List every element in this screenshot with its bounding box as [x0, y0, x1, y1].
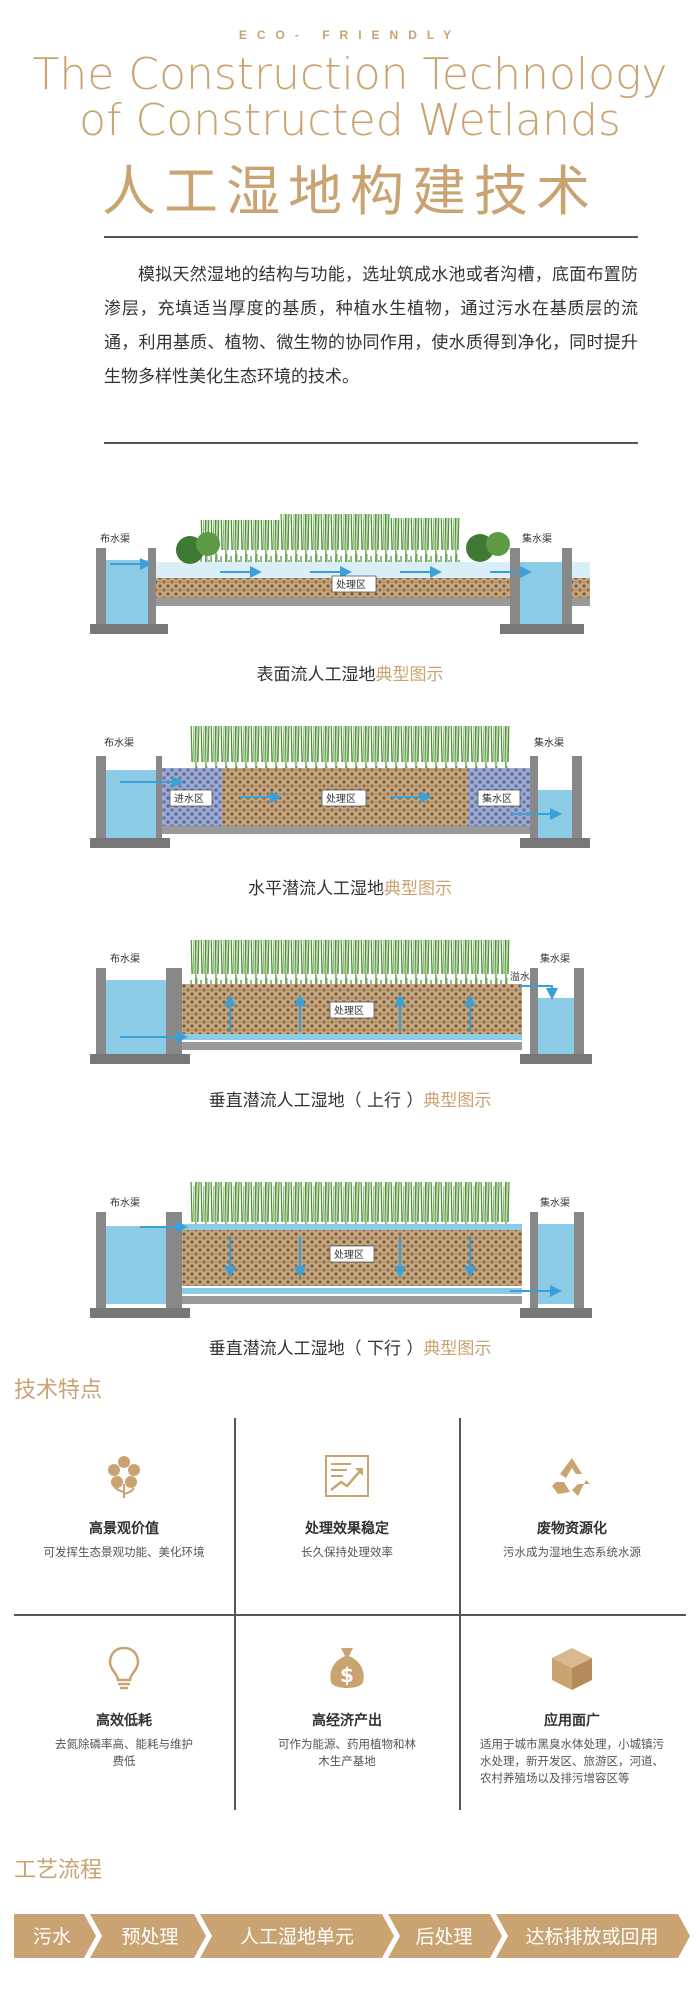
caption-surface-flow: 表面流人工湿地典型图示	[256, 665, 444, 685]
flower-icon	[108, 1456, 140, 1498]
process-step-shape	[200, 1914, 394, 1958]
section-title-features: 技术特点	[14, 1378, 103, 1403]
process-step: 预处理	[121, 1926, 178, 1948]
feature-efficient: 高效低耗 去氮除磷率高、能耗与维护费低	[14, 1644, 234, 1770]
feature-desc: 污水成为湿地生态系统水源	[503, 1545, 641, 1559]
feature-desc: 去氮除磷率高、能耗与维护费低	[55, 1737, 193, 1768]
process-step-shape	[90, 1914, 206, 1958]
label-outlet-channel: 集水渠	[534, 736, 564, 749]
divider-top	[104, 236, 638, 238]
process-step-shape	[496, 1914, 690, 1958]
process-flow: 污水 预处理 人工湿地单元 后处理 达标排放或回用	[14, 1914, 690, 1958]
label-overflow: 溢水	[510, 970, 530, 983]
chart-trend-icon	[325, 1455, 369, 1497]
intro-paragraph: 模拟天然湿地的结构与功能，选址筑成水池或者沟槽，底面布置防渗层，充填适当厚度的基…	[104, 265, 638, 387]
label-treatment-zone: 处理区	[326, 793, 356, 805]
process-step: 达标排放或回用	[525, 1926, 658, 1948]
label-outlet-channel: 集水渠	[522, 532, 552, 545]
feature-name: 高经济产出	[312, 1713, 382, 1729]
feature-resource: 废物资源化 污水成为湿地生态系统水源	[462, 1452, 682, 1561]
label-treatment-zone: 处理区	[334, 1005, 364, 1017]
features-grid: 高景观价值 可发挥生态景观功能、美化环境 处理效果稳定 长久保持处理效率 废物资…	[14, 1418, 686, 1810]
feature-name: 高景观价值	[89, 1521, 159, 1537]
caption-horizontal-subsurface: 水平潜流人工湿地典型图示	[248, 879, 452, 899]
label-treatment-zone: 处理区	[336, 579, 366, 591]
label-collect-zone: 集水区	[482, 792, 512, 805]
label-inlet-channel: 布水渠	[100, 533, 130, 545]
feature-wide-application: 应用面广 适用于城市黑臭水体处理，小城镇污水处理，新开发区、旅游区，河道、农村养…	[462, 1644, 682, 1787]
process-step-shape	[388, 1914, 502, 1958]
label-inlet-channel: 布水渠	[110, 953, 140, 965]
feature-stable: 处理效果稳定 长久保持处理效率	[237, 1452, 457, 1561]
feature-desc: 长久保持处理效率	[301, 1545, 393, 1559]
feature-desc: 可发挥生态景观功能、美化环境	[43, 1545, 205, 1559]
lightbulb-icon	[108, 1646, 140, 1690]
money-bag-icon: $	[330, 1648, 364, 1688]
diagram-surface-flow: 布水渠 集水渠 处理区	[90, 514, 590, 634]
feature-name: 处理效果稳定	[305, 1521, 389, 1537]
feature-name: 废物资源化	[537, 1521, 607, 1537]
diagram-horizontal-subsurface: 布水渠 集水渠 进水区 处理区 集水区	[90, 726, 590, 848]
label-inlet-channel: 布水渠	[110, 1197, 140, 1209]
svg-text:$: $	[340, 1663, 354, 1687]
section-title-process: 工艺流程	[14, 1858, 103, 1883]
tagline: ECO- FRIENDLY	[238, 28, 462, 42]
feature-name: 高效低耗	[96, 1713, 152, 1729]
process-step: 污水	[33, 1926, 71, 1948]
label-inlet-channel: 布水渠	[104, 737, 134, 749]
process-step: 后处理	[415, 1926, 472, 1948]
feature-landscape: 高景观价值 可发挥生态景观功能、美化环境	[14, 1452, 234, 1561]
caption-vertical-downflow: 垂直潜流人工湿地（ 下行 ）典型图示	[208, 1339, 492, 1359]
grid-divider	[14, 1614, 686, 1616]
process-step-shape	[14, 1914, 96, 1958]
label-outlet-channel: 集水渠	[540, 952, 570, 965]
title-en-line2: of Constructed Wetlands	[79, 95, 621, 146]
feature-desc: 适用于城市黑臭水体处理，小城镇污水处理，新开发区、旅游区，河道、农村养殖场以及排…	[480, 1737, 664, 1785]
divider-bottom	[104, 442, 638, 444]
process-step: 人工湿地单元	[240, 1926, 354, 1948]
diagram-vertical-upflow: 布水渠 集水渠 溢水 处理区	[90, 940, 592, 1064]
label-treatment-zone: 处理区	[334, 1249, 364, 1261]
title-en-line1: The Construction Technology	[32, 49, 668, 100]
caption-vertical-upflow: 垂直潜流人工湿地（ 上行 ）典型图示	[208, 1091, 492, 1111]
box-icon	[552, 1648, 592, 1690]
feature-desc: 可作为能源、药用植物和林木生产基地	[278, 1737, 416, 1768]
diagram-vertical-downflow: 布水渠 集水渠 处理区	[90, 1182, 592, 1318]
feature-economic: $ 高经济产出 可作为能源、药用植物和林木生产基地	[237, 1644, 457, 1770]
label-outlet-channel: 集水渠	[540, 1196, 570, 1209]
feature-name: 应用面广	[544, 1713, 600, 1729]
title-cn: 人工湿地构建技术	[102, 160, 598, 223]
label-inlet-zone: 进水区	[174, 793, 204, 805]
recycle-icon	[552, 1458, 590, 1496]
